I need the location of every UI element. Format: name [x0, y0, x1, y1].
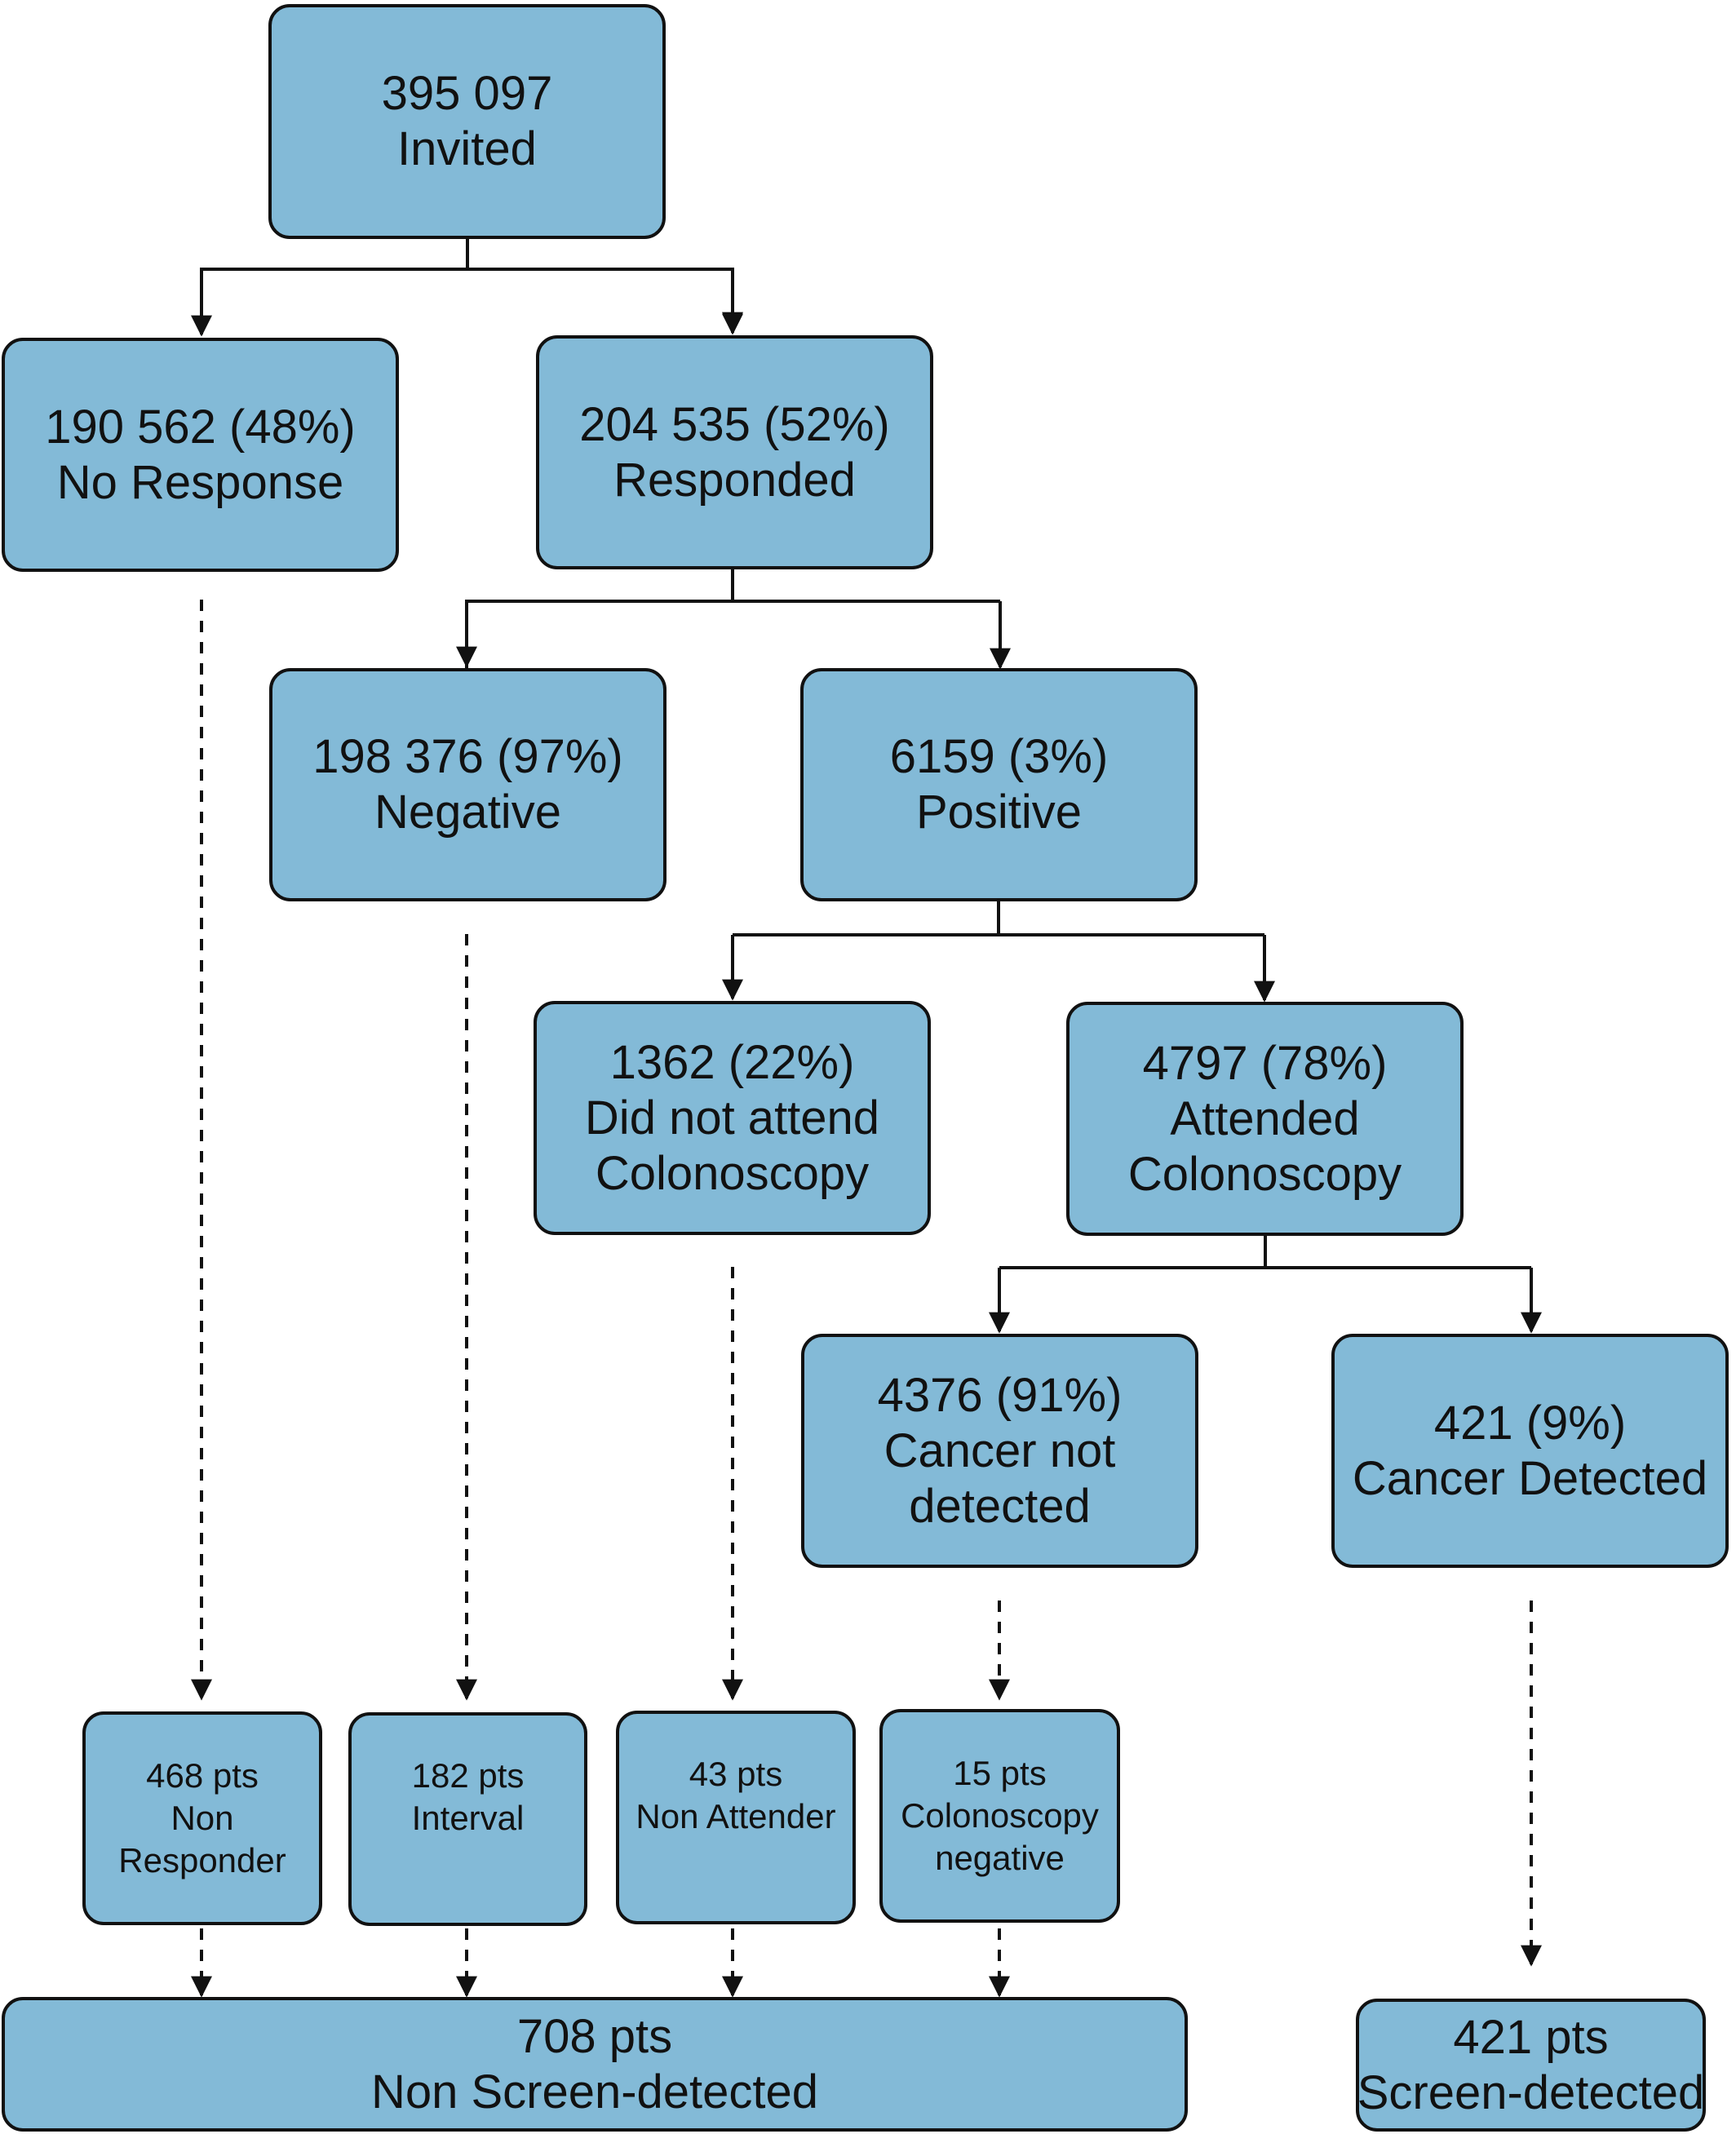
colonoscopy-negative-label-2: negative	[935, 1839, 1065, 1877]
invited-count: 395 097	[381, 67, 553, 120]
non-responder-label-1: Non	[170, 1799, 234, 1837]
box-screen-detected: 421 pts Screen-detected	[1356, 1999, 1706, 2132]
did-not-attend-label-1: Did not attend	[584, 1091, 880, 1144]
non-screen-detected-label: Non Screen-detected	[370, 2065, 819, 2119]
box-non-responder-pts: 468 pts Non Responder	[82, 1711, 322, 1925]
cancer-not-detected-label-2: detected	[909, 1479, 1091, 1533]
box-cancer-detected: 421 (9%) Cancer Detected	[1331, 1334, 1729, 1568]
attended-label-1: Attended	[1170, 1091, 1360, 1145]
connector-invited	[200, 238, 733, 331]
non-responder-label-2: Responder	[118, 1841, 286, 1879]
box-non-screen-detected: 708 pts Non Screen-detected	[2, 1997, 1188, 2132]
cancer-not-detected-count: 4376 (91%)	[877, 1368, 1123, 1422]
box-attended: 4797 (78%) Attended Colonoscopy	[1066, 1002, 1464, 1236]
box-colonoscopy-negative-pts: 15 pts Colonoscopy negative	[879, 1709, 1120, 1923]
attended-count: 4797 (78%)	[1142, 1036, 1388, 1090]
non-screen-detected-count: 708 pts	[516, 2009, 673, 2063]
non-responder-count: 468 pts	[146, 1756, 259, 1795]
box-positive: 6159 (3%) Positive	[800, 668, 1198, 901]
connector-positive	[733, 901, 1264, 936]
box-invited: 395 097 Invited	[268, 4, 666, 239]
cancer-detected-count: 421 (9%)	[1433, 1396, 1627, 1450]
negative-count: 198 376 (97%)	[312, 730, 623, 783]
cancer-detected-label: Cancer Detected	[1352, 1451, 1708, 1505]
box-responded: 204 535 (52%) Responded	[536, 335, 933, 569]
screen-detected-count: 421 pts	[1453, 2010, 1609, 2064]
interval-count: 182 pts	[411, 1756, 525, 1795]
invited-label: Invited	[397, 122, 537, 175]
responded-count: 204 535 (52%)	[579, 397, 890, 451]
cancer-not-detected-label-1: Cancer not	[884, 1423, 1116, 1477]
connector-responded	[465, 568, 1000, 669]
connector-attended	[999, 1235, 1531, 1269]
box-did-not-attend: 1362 (22%) Did not attend Colonoscopy	[534, 1001, 931, 1235]
colonoscopy-negative-label-1: Colonoscopy	[901, 1796, 1099, 1835]
colonoscopy-negative-count: 15 pts	[953, 1754, 1047, 1792]
no-response-label: No Response	[56, 455, 344, 509]
positive-label: Positive	[915, 786, 1083, 839]
box-negative: 198 376 (97%) Negative	[269, 668, 666, 901]
responded-label: Responded	[613, 453, 856, 507]
did-not-attend-count: 1362 (22%)	[609, 1035, 855, 1089]
negative-label: Negative	[374, 786, 561, 839]
non-attender-count: 43 pts	[689, 1755, 783, 1793]
box-no-response: 190 562 (48%) No Response	[2, 338, 399, 572]
box-non-attender-pts: 43 pts Non Attender	[616, 1711, 856, 1924]
attended-label-2: Colonoscopy	[1127, 1147, 1402, 1201]
interval-label: Interval	[411, 1799, 525, 1837]
non-attender-label: Non Attender	[636, 1797, 836, 1835]
screen-detected-label: Screen-detected	[1357, 2065, 1705, 2119]
positive-count: 6159 (3%)	[889, 730, 1109, 783]
did-not-attend-label-2: Colonoscopy	[595, 1146, 870, 1200]
no-response-count: 190 562 (48%)	[45, 400, 356, 454]
box-cancer-not-detected: 4376 (91%) Cancer not detected	[801, 1334, 1198, 1568]
box-interval-pts: 182 pts Interval	[348, 1712, 587, 1926]
